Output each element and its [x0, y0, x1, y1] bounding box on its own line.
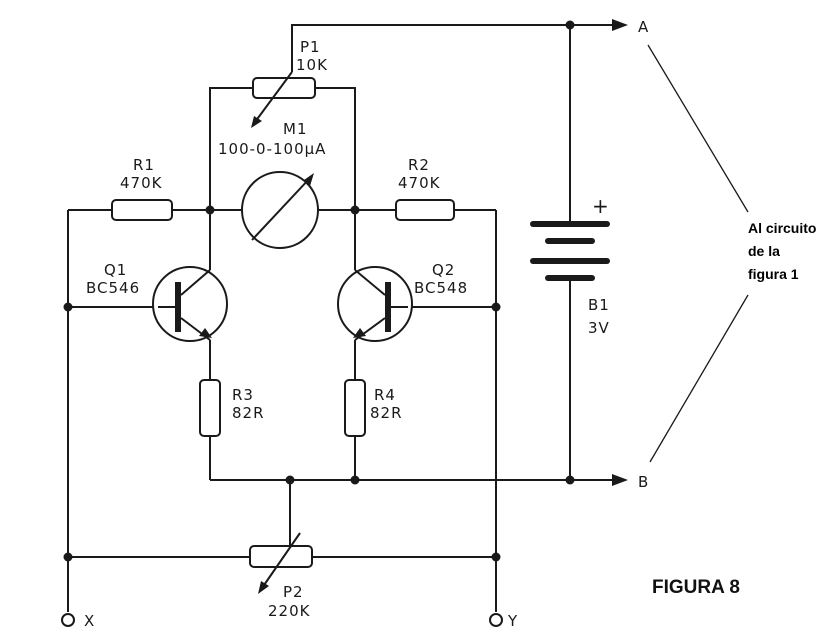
terminal-y-label: Y	[507, 612, 518, 630]
r4-value: 82R	[370, 404, 403, 422]
terminal-x-label: X	[84, 612, 95, 630]
figure-label: FIGURA 8	[652, 577, 740, 598]
r1-ref: R1	[133, 156, 155, 174]
resistor-r1	[111, 199, 173, 221]
r2-ref: R2	[408, 156, 430, 174]
side-note-line3: figura 1	[748, 266, 799, 282]
p1-value: 10K	[296, 56, 328, 74]
q2-value: BC548	[414, 279, 468, 297]
junction-dots	[63, 20, 575, 562]
wires	[67, 24, 612, 612]
m1-value: 100-0-100µA	[218, 140, 326, 158]
potentiometer-p1	[251, 71, 316, 128]
r2-value: 470K	[398, 174, 441, 192]
terminal-b-label: B	[638, 473, 649, 491]
q2-ref: Q2	[432, 261, 455, 279]
side-note-line1: Al circuito	[748, 220, 816, 236]
meter-m1	[241, 171, 319, 249]
transistor-q2	[337, 266, 413, 342]
terminal-a-label: A	[638, 18, 649, 36]
resistor-r3	[199, 379, 221, 437]
terminal-x	[61, 613, 75, 627]
transistor-q1	[152, 266, 228, 342]
side-note-line2: de la	[748, 243, 780, 259]
terminal-y	[489, 613, 503, 627]
battery-plus-sign: +	[592, 194, 610, 218]
r3-ref: R3	[232, 386, 254, 404]
p1-ref: P1	[300, 38, 321, 56]
b1-ref: B1	[588, 296, 610, 314]
terminal-b-arrow	[612, 474, 628, 486]
terminal-a-arrow	[612, 19, 628, 31]
bracket-line-bottom	[649, 294, 749, 463]
q1-ref: Q1	[104, 261, 127, 279]
resistor-r2	[395, 199, 455, 221]
m1-ref: M1	[283, 120, 308, 138]
potentiometer-p2	[249, 532, 313, 594]
p2-value: 220K	[268, 602, 311, 620]
battery-b1	[530, 221, 610, 281]
p2-ref: P2	[283, 583, 304, 601]
q1-value: BC546	[86, 279, 140, 297]
r3-value: 82R	[232, 404, 265, 422]
r4-ref: R4	[374, 386, 396, 404]
r1-value: 470K	[120, 174, 163, 192]
resistor-r4	[344, 379, 366, 437]
bracket-line-top	[647, 44, 749, 213]
b1-value: 3V	[588, 319, 610, 337]
